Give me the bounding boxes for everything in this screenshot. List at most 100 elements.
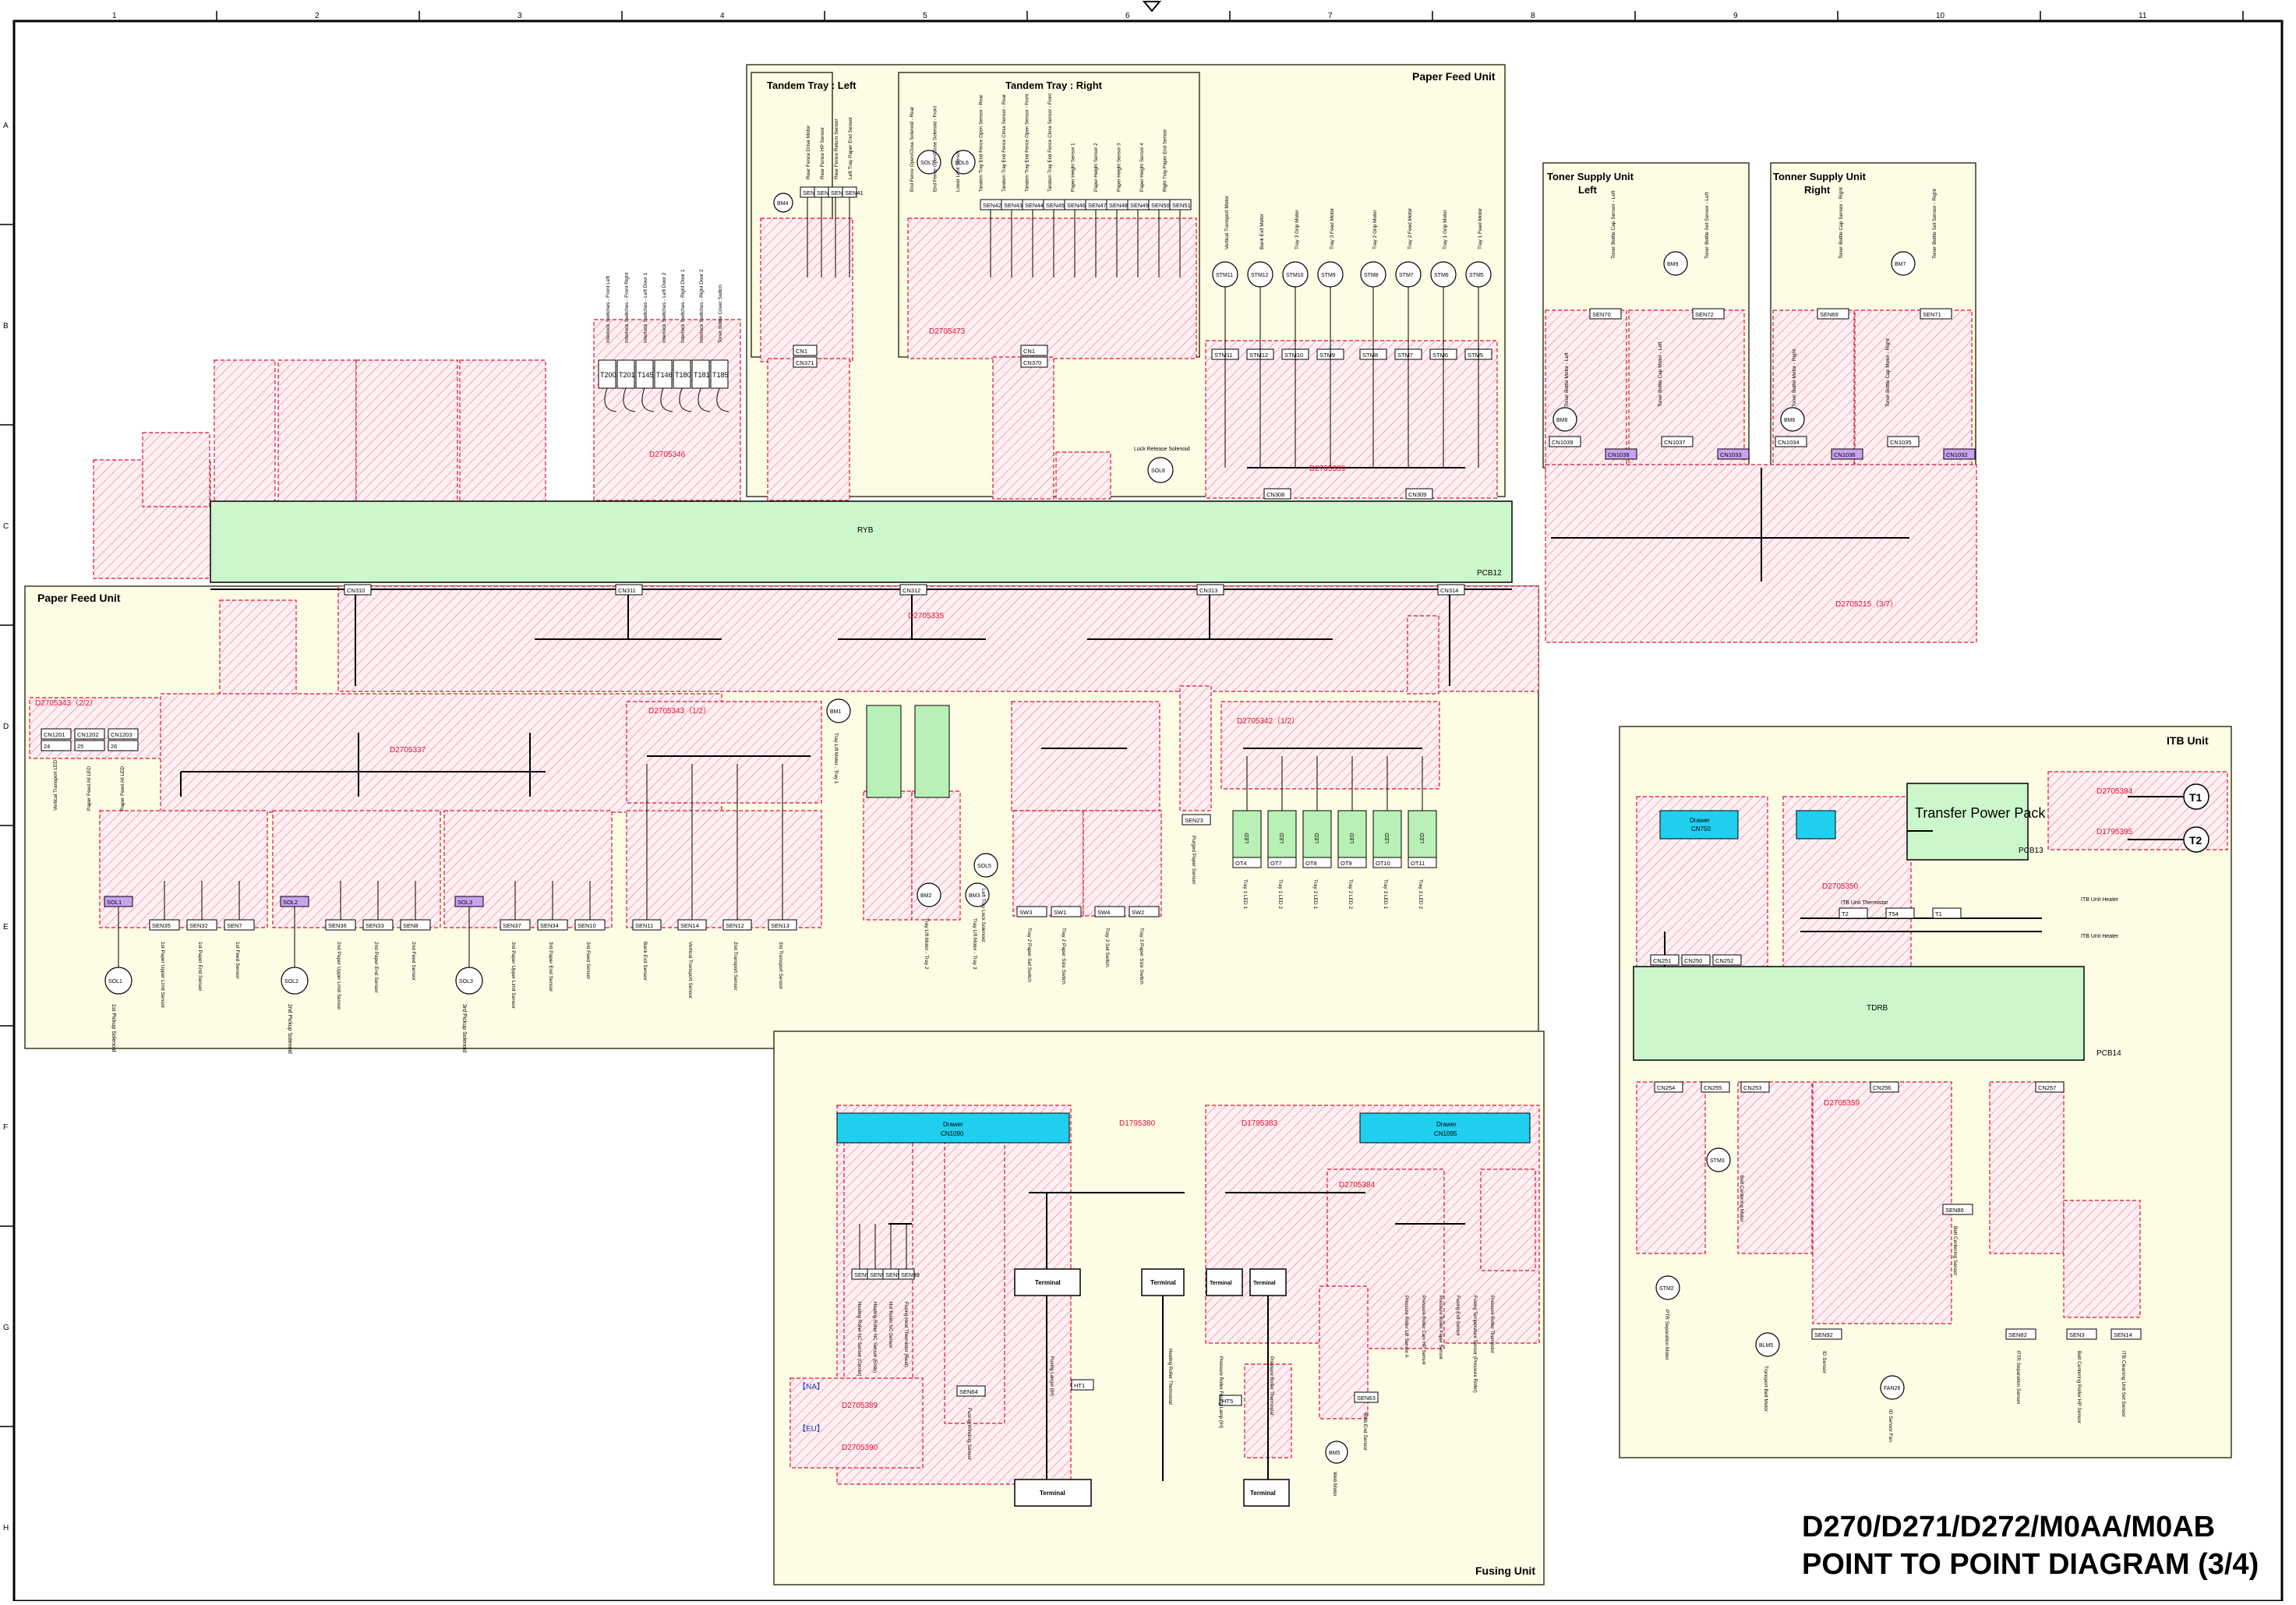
connector-box — [2035, 1081, 2065, 1093]
part-label: Tray 3 LED 1 — [1383, 879, 1388, 909]
connector-label: CN1033 — [1720, 451, 1742, 458]
toner-right-title-1: Tonner Supply Unit — [1773, 171, 1867, 182]
interlock-wire — [698, 387, 711, 412]
connector-label: SEN39 — [817, 189, 835, 196]
fusing-drawer-right — [1359, 1112, 1531, 1144]
diagram-title-line1: D270/D271/D272/M0AA/M0AB — [1802, 1511, 2216, 1543]
part-label: Interlock Switches - Left Door 1 — [643, 272, 648, 343]
connector-box — [1817, 308, 1849, 320]
connector-label: CN256 — [1873, 1084, 1891, 1091]
connector-label: STM8 — [1362, 352, 1378, 359]
part-label: 2nd Transport Sensor — [733, 942, 738, 991]
harness-upper-mid: D2705343（1/2） — [648, 706, 711, 716]
harness-t1: D2705394 — [2096, 787, 2133, 796]
interlock-switch-label: T201 — [619, 371, 635, 379]
part-circle-label: BM4 — [777, 201, 789, 207]
part-circle-label: BM2 — [920, 893, 932, 899]
part-label: 2nd Pickup Solenoid — [287, 1004, 292, 1054]
connector-box — [1932, 907, 1962, 919]
interlock-switch-label: T181 — [694, 371, 710, 379]
part-label: Bank Exit Motor — [1259, 213, 1265, 249]
connector-box — [615, 584, 643, 596]
part-label: Paper Height Sensor 2 — [1093, 143, 1099, 192]
connector-label: CN312 — [903, 587, 920, 594]
connector-label: SOL3 — [457, 899, 472, 906]
harness-eu-code: D2705390 — [842, 1444, 878, 1452]
part-label: Hot Roller NC Sensor — [888, 1302, 893, 1349]
pcb13-label: PCB13 — [2019, 847, 2043, 855]
grid-row-label: A — [3, 122, 9, 130]
connector-label: OT7 — [1270, 860, 1282, 867]
part-circle — [1706, 1147, 1731, 1172]
led-box — [1302, 810, 1332, 858]
connector-box — [1437, 584, 1465, 596]
part-label: Interlock Switches - Left Door 2 — [662, 272, 667, 343]
connector-box — [1775, 436, 1807, 447]
part-label: Heating Roller NC Sensor (Ends) — [872, 1302, 878, 1373]
part-label: Tray 1 Feed Motor — [1478, 207, 1483, 249]
connector-box — [1740, 1081, 1770, 1093]
part-label: Left Tray Lock Solenoid — [980, 889, 986, 942]
part-label: Tandem Tray End Fence Close Sensor - Fro… — [1047, 94, 1053, 192]
paper-feed-top-title: Paper Feed Unit — [1412, 70, 1496, 83]
part-circle — [1891, 251, 1916, 276]
part-label: Tandem Tray End Fence Open Sensor - Rear — [979, 95, 984, 193]
connector-box — [793, 345, 818, 356]
connector-label: SEN23 — [1185, 817, 1203, 824]
t1-label: T1 — [2189, 791, 2202, 804]
interlock-wire — [641, 387, 655, 412]
grid-row-label: H — [3, 1524, 9, 1533]
connector-label: SEN51 — [1172, 202, 1191, 209]
part-label: Fusing Exit Sensor — [1455, 1296, 1461, 1336]
part-label: Belt Centering Roller HP Sensor — [2076, 1351, 2082, 1424]
part-circle-label: STM3 — [1710, 1158, 1725, 1164]
connector-label: SEN35 — [152, 922, 171, 929]
part-circle-label: STM8 — [1364, 273, 1379, 278]
part-label: ID Sensor — [1821, 1351, 1827, 1374]
fusing-terminals — [1014, 1268, 1290, 1507]
part-circle-label: SOL7 — [920, 161, 934, 166]
connector-label: SW2 — [1132, 909, 1144, 916]
grid-column-label: 11 — [2139, 12, 2147, 20]
connector-box — [108, 740, 139, 751]
part-label: Belt Centering Sensor — [1952, 1226, 1958, 1276]
connector-box — [41, 740, 72, 751]
harness-tandem-right: D2705473 — [929, 327, 966, 336]
connector-label: CN1203 — [111, 731, 132, 738]
part-label: Toner Bottle Motor - Right — [1792, 349, 1797, 407]
connector-box — [1811, 1328, 1842, 1340]
interlock-wire — [623, 387, 636, 412]
part-label: 2nd Paper Upper Limit Sensor — [336, 942, 341, 1010]
connector-label: SEN97 — [870, 1271, 888, 1278]
part-label: Interlock Switches - Right Door 2 — [699, 269, 705, 343]
part-label: Transport Belt Motor — [1763, 1366, 1768, 1412]
tandem-left-title: Tandem Tray : Left — [767, 80, 857, 91]
part-label: Toner Bottle Cap Sensor - Left — [1611, 190, 1616, 259]
part-label: Web End Sensor — [1362, 1412, 1368, 1451]
part-label: LED — [1350, 833, 1355, 843]
part-label: Tray 3 Set Switch — [1104, 928, 1110, 967]
connector-box — [1717, 448, 1750, 460]
connector-box — [1681, 954, 1711, 966]
connector-label: CN253 — [1743, 1084, 1761, 1091]
connector-label: STM7 — [1397, 352, 1413, 359]
part-label: Tray 2 Feed Motor — [1408, 207, 1413, 249]
connector-label: SEN42 — [983, 202, 1001, 209]
part-label: LED — [1280, 833, 1285, 843]
part-label: Pressure Roller Thermistor — [1489, 1296, 1495, 1353]
grid-column-label: 7 — [1328, 12, 1333, 20]
harness-main: D2705335 — [908, 612, 945, 620]
part-label: Rear Fence Return Sensor — [834, 118, 839, 179]
grid-row-label: G — [3, 1324, 9, 1332]
part-label: 3rd Paper End Sensor — [548, 942, 553, 992]
itb-drawer-right — [1796, 810, 1836, 840]
connector-label: CN1202 — [77, 731, 99, 738]
part-circle — [826, 698, 851, 723]
connector-label: SEN36 — [328, 922, 347, 929]
part-label: Tray 1 Grip Motor — [1443, 209, 1448, 249]
